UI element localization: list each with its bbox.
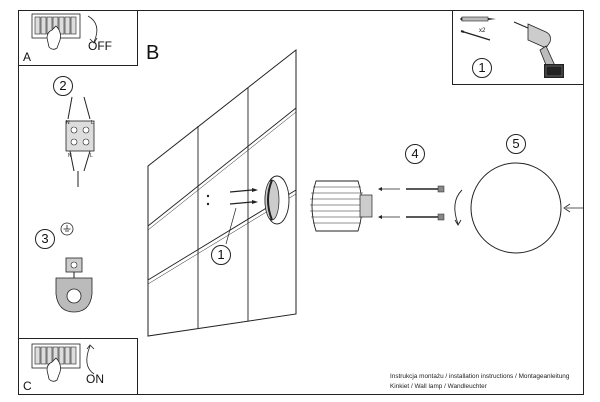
circuit-breaker-on-icon [31,343,95,382]
panel-c-power-on [18,338,138,395]
panel-b-letter: B [146,42,160,64]
circuit-breaker-off-icon [31,13,98,50]
caption-line-1: Instrukcja montażu / installation instru… [390,373,570,380]
caption-line-2: Kinkiet / Wall lamp / Wandleuchter [390,382,487,390]
hardware-count: x2 [479,28,486,34]
insert-arrow-icon [563,203,584,213]
power-drill-icon [513,21,564,78]
step-3-badge: 3 [35,229,55,249]
wire-label-l-top: L [91,120,94,126]
wall-mounting-plate [264,175,290,225]
panel-a-letter: A [23,50,32,64]
step-1-wall-badge: 1 [211,245,231,265]
wire-label-n-bottom: N [68,153,72,159]
wire-label-l-bottom: L [90,153,93,159]
caption: Instrukcja montażu / installation instru… [390,372,569,391]
grounding-bracket-icon [55,257,93,313]
glass-globe-shade [470,162,562,254]
wire-label-n-top: N [66,120,70,126]
panel-tools [452,10,584,85]
mounting-screws-icon [229,188,258,205]
ground-symbol-icon [60,222,74,236]
step-1-leader-line [225,207,237,245]
lamp-fixing-screws-icon [378,185,445,221]
panel-c-action-on: ON [86,372,104,386]
ribbed-lamp-body [310,180,373,232]
terminal-block-wiring-icon [65,96,95,187]
step-4-badge: 4 [405,144,425,164]
panel-a-power-off [18,10,138,66]
step-5-badge: 5 [506,134,526,154]
step-2-badge: 2 [53,76,73,96]
tiled-wall [147,48,297,337]
panel-c-letter: C [23,379,32,393]
step-1-tools-badge: 1 [472,58,492,78]
outer-frame [18,10,584,395]
wall-plug-screw-icon [460,16,496,41]
rotate-arrow-icon [454,189,463,226]
